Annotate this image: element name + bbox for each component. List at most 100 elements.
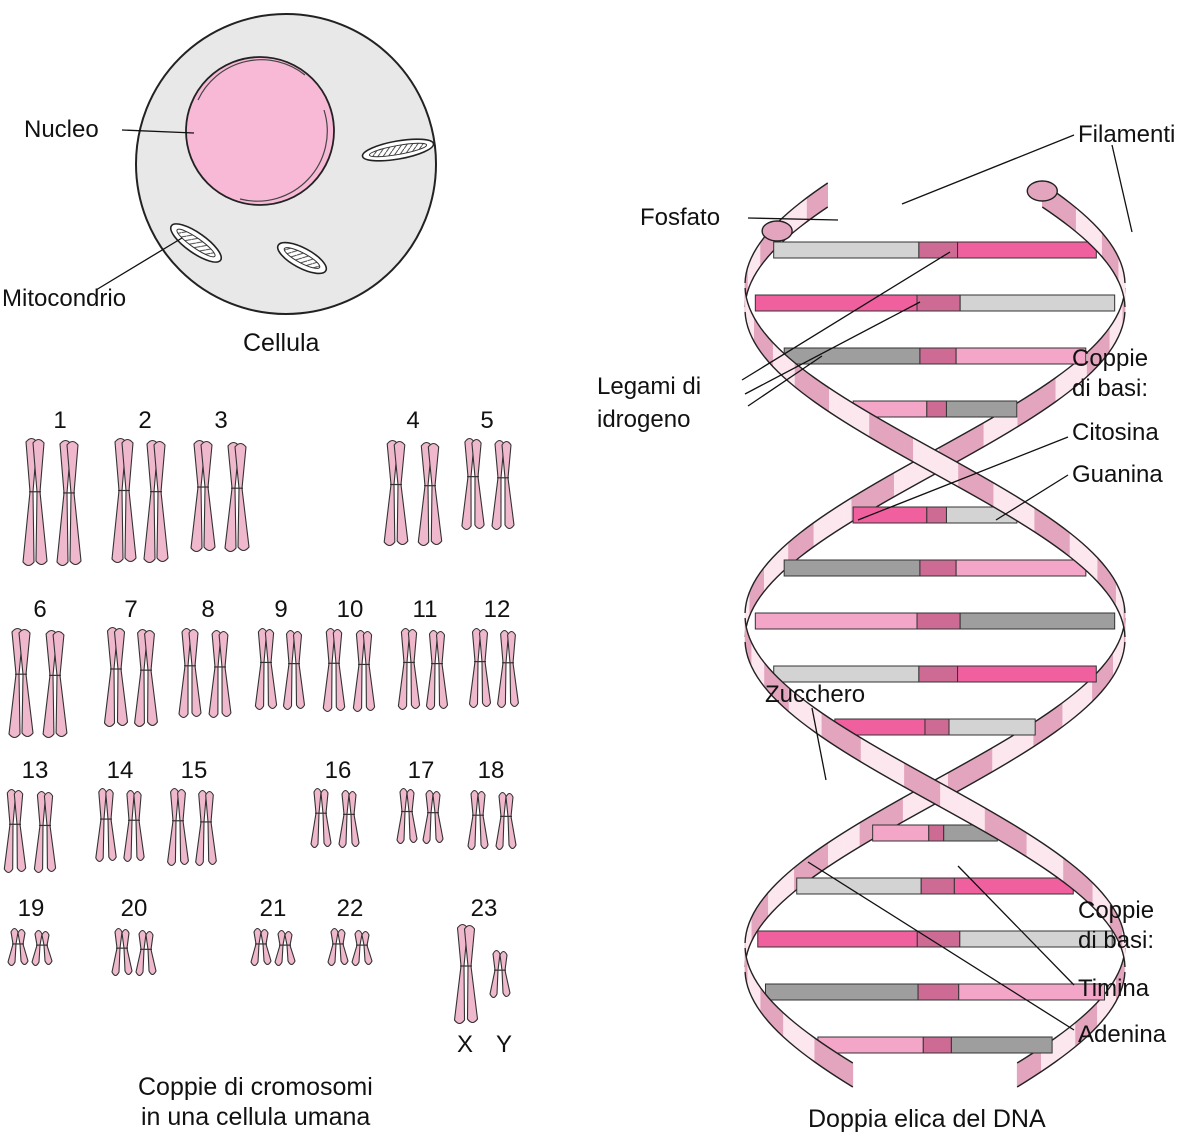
pair-number: 22 (337, 895, 364, 922)
x-chromosome (453, 923, 479, 1025)
pair-number: 7 (124, 596, 137, 623)
chromosome-pairs (3, 437, 519, 1025)
strand-edge (744, 206, 1126, 968)
base-pair (852, 400, 1018, 418)
chromosome (134, 628, 158, 728)
chromosome (310, 787, 332, 849)
chromosome (143, 439, 169, 564)
mitochondrion-leader-line (95, 237, 183, 291)
chromosome (274, 929, 296, 967)
chromosome (190, 439, 216, 553)
chromosome (111, 437, 137, 564)
pair-number: 5 (480, 407, 493, 434)
strands-label: Filamenti (1078, 121, 1175, 148)
chromosome (352, 629, 376, 713)
pair-number: 6 (33, 596, 46, 623)
base-pair (852, 506, 1018, 524)
nuclear-envelope (197, 59, 306, 101)
base-pair (783, 559, 1087, 577)
base-pair (764, 983, 1106, 1001)
chromosome (31, 929, 53, 967)
base-pair (773, 241, 1097, 259)
chromosome (42, 629, 68, 739)
mitochondrion (361, 138, 435, 162)
dna-caption: Doppia elica del DNA (808, 1105, 1046, 1133)
chromosome (208, 629, 232, 719)
chromosome (95, 787, 117, 863)
pair-number: 10 (337, 596, 364, 623)
chromosome (123, 789, 145, 863)
base-pair (783, 347, 1087, 365)
chromosome (351, 929, 373, 967)
chromosome (383, 439, 409, 547)
chromosome (103, 626, 129, 728)
hydrogen-bonds-label-line2: idrogeno (597, 406, 690, 433)
chromosome (422, 789, 444, 845)
strand-edge (744, 206, 1126, 968)
phosphate-label: Fosfato (640, 204, 720, 231)
mitochondrion (169, 223, 223, 263)
chromosome (322, 627, 346, 713)
pair-number: 2 (138, 407, 151, 434)
chromosome (468, 627, 492, 709)
phosphate-leader-line (747, 217, 839, 221)
pair-number: 16 (325, 757, 352, 784)
cytosine-leader-line (857, 436, 1069, 521)
chromosome (254, 627, 278, 711)
chromosome (33, 790, 57, 874)
chromosome (491, 439, 515, 531)
pair-number: 14 (107, 757, 134, 784)
y-chromosome-label: Y (496, 1031, 512, 1058)
chromosome (224, 441, 250, 553)
chromosome (250, 927, 272, 967)
pair-number: 12 (484, 596, 511, 623)
karyotype-diagram: 1 2 3 4 5 6 7 8 9 10 11 12 13 14 15 16 1… (3, 407, 519, 1131)
adenine-leader-line (807, 861, 1075, 1031)
base-pairs-upper-label-line1: Coppie (1072, 345, 1148, 372)
hydrogen-bond-leader-line (747, 355, 823, 407)
chromosome (3, 788, 27, 874)
chromosome (56, 439, 82, 567)
chromosome (467, 789, 489, 851)
strand-edge (744, 182, 1126, 944)
mitochondrion-label: Mitocondrio (2, 285, 126, 312)
thymine-label: Timina (1078, 975, 1150, 1002)
base-pairs-lower-label-line2: di basi: (1078, 927, 1154, 954)
strand-edge (744, 311, 1126, 1088)
cell-caption: Cellula (243, 329, 320, 357)
cell-diagram: Nucleo Mitocondrio Cellula (2, 13, 437, 357)
base-pair (754, 612, 1116, 630)
pair-number: 19 (18, 895, 45, 922)
y-chromosome (489, 949, 511, 999)
dna-helix-diagram: Fosfato Filamenti Legami di idrogeno Cop… (597, 121, 1175, 1133)
chromosome (461, 437, 485, 531)
pair-number: 8 (201, 596, 214, 623)
strand-leader-line (1111, 144, 1133, 233)
chromosome (338, 789, 360, 849)
pair-number: 18 (478, 757, 505, 784)
chromosome (111, 927, 133, 977)
base-pair (757, 930, 1113, 948)
karyotype-caption-line1: Coppie di cromosomi (138, 1073, 373, 1101)
chromosome (497, 629, 519, 709)
chromosome (495, 791, 517, 851)
base-pair (773, 665, 1097, 683)
base-pair (872, 824, 998, 842)
strand-edge (744, 287, 1126, 1064)
strand-end-cap (1026, 180, 1058, 202)
hydrogen-bond-leader-line (741, 251, 951, 381)
sugar-leader-line (811, 707, 827, 781)
guanine-leader-line (995, 474, 1069, 521)
base-pair (817, 1036, 1053, 1054)
base-pair (834, 718, 1036, 736)
nucleus (185, 56, 335, 206)
chromosome (282, 629, 306, 711)
pair-number: 1 (53, 407, 66, 434)
pair-number: 23 (471, 895, 498, 922)
base-pairs-upper-label-line2: di basi: (1072, 375, 1148, 402)
chromosome (8, 627, 34, 739)
chromosome (7, 927, 29, 967)
nucleus-label: Nucleo (24, 116, 99, 143)
